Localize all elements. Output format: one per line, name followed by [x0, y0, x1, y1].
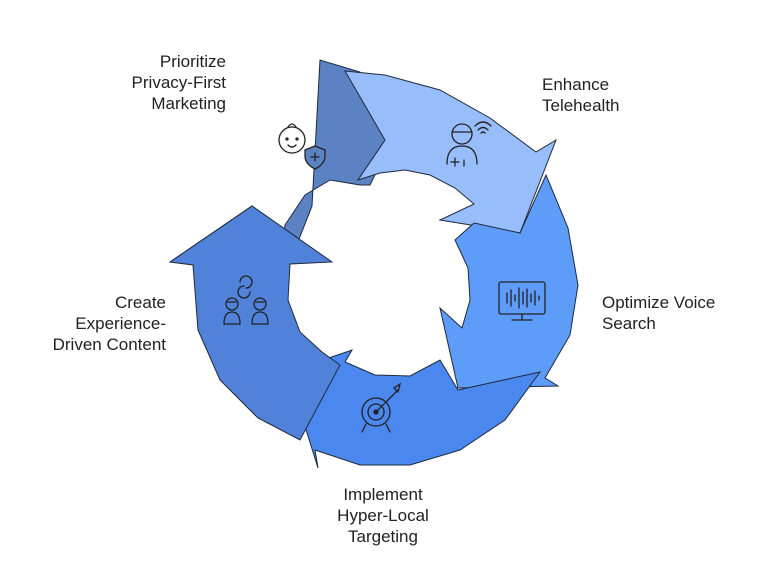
monitor-soundwave-icon — [498, 281, 546, 321]
people-exchange-icon — [223, 275, 269, 325]
baby-shield-icon — [278, 123, 326, 170]
target-arrow-icon — [361, 382, 402, 433]
segment-content — [168, 205, 341, 441]
segment-targeting — [287, 349, 542, 469]
segment-telehealth — [344, 70, 557, 234]
person-wifi-icon — [446, 121, 492, 167]
